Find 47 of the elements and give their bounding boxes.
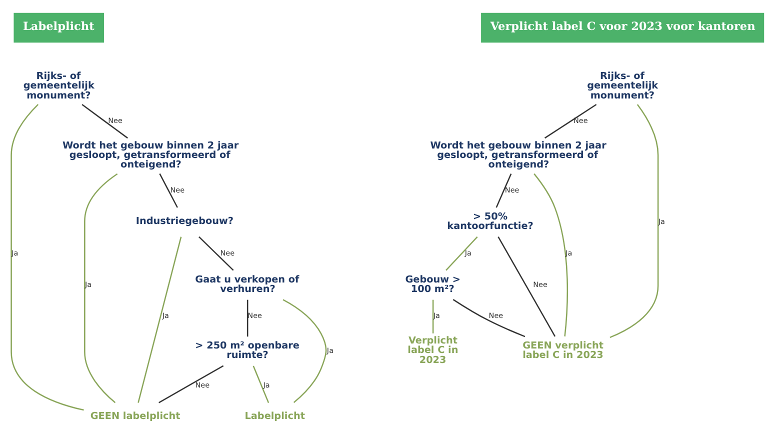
connector xyxy=(432,299,434,333)
node-text: Gaat u verkopen of verhuren? xyxy=(195,274,300,294)
node-text: Wordt het gebouw binnen 2 jaar gesloopt, getransformeerd of onteigend? xyxy=(430,140,606,170)
connector xyxy=(544,103,597,138)
connector xyxy=(496,172,512,208)
connector xyxy=(159,172,178,208)
connector xyxy=(82,104,128,138)
connector xyxy=(446,236,478,270)
edge-label: Ja xyxy=(326,345,334,354)
edge-label: Nee xyxy=(488,310,504,320)
node-text: Rijks- of gemeentelijk monument? xyxy=(23,70,94,101)
edge-label: Nee xyxy=(108,116,122,125)
edge-label: Ja xyxy=(85,279,92,288)
connector xyxy=(452,298,526,337)
edge-label: Nee xyxy=(533,279,548,288)
node-text: GEEN labelplicht xyxy=(90,410,180,422)
edge-label: Nee xyxy=(220,248,235,257)
connector xyxy=(252,365,270,402)
edge-label: Ja xyxy=(566,248,572,257)
connector xyxy=(158,364,224,403)
edge-label: Ja xyxy=(464,248,472,257)
connector xyxy=(10,103,84,410)
edge-label: Ja xyxy=(162,310,170,320)
node-text: Industriegebouw? xyxy=(136,215,234,226)
edge-label: Nee xyxy=(195,380,210,390)
connector xyxy=(138,236,182,402)
connector xyxy=(498,236,556,336)
node-text: Rijks- of gemeentelijk monument? xyxy=(587,70,658,101)
connector xyxy=(198,236,234,270)
node-text: > 50% kantoorfunctie? xyxy=(447,210,534,232)
connector xyxy=(282,298,327,403)
edge-label: Nee xyxy=(248,310,262,320)
node-box: Verplicht label C voor 2023 voor kantoren xyxy=(481,12,764,42)
node-text: Verplicht label C in 2023 xyxy=(408,335,458,366)
node-box: Labelplicht xyxy=(14,12,104,42)
node-text: Gebouw > 100 m²? xyxy=(405,274,461,294)
node-text: Wordt het gebouw binnen 2 jaar gesloopt, getransformeerd of onteigend? xyxy=(62,140,239,170)
edge-label: Nee xyxy=(170,184,185,194)
node-text: Labelplicht xyxy=(244,410,305,422)
node-text: > 250 m² openbare ruimte? xyxy=(195,340,300,361)
edge-label: Ja xyxy=(263,380,270,390)
connector xyxy=(84,172,118,403)
connector xyxy=(610,104,659,338)
connector xyxy=(534,172,568,336)
connector xyxy=(246,299,248,336)
node-text: GEEN verplicht label C in 2023 xyxy=(522,340,604,361)
edge-label: Nee xyxy=(504,184,520,194)
